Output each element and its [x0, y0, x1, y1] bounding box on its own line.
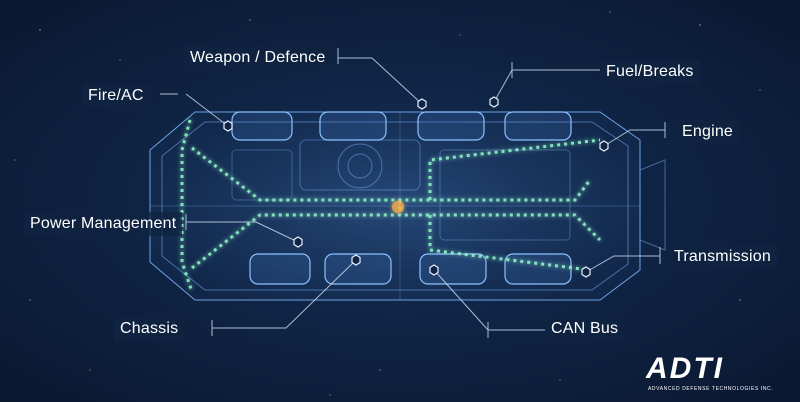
- network-lines: [180, 119, 602, 293]
- system-markers: [223, 96, 609, 278]
- label-fuel-breaks: Fuel/Breaks: [600, 60, 700, 84]
- label-power-management: Power Management: [24, 212, 183, 236]
- marker-chassis: [351, 254, 361, 266]
- label-engine: Engine: [676, 120, 740, 144]
- marker-fire-ac: [223, 120, 233, 132]
- label-can-bus: CAN Bus: [545, 317, 625, 341]
- marker-fuel-breaks: [489, 96, 499, 108]
- marker-power-management: [293, 236, 303, 248]
- label-fire-ac: Fire/AC: [82, 84, 150, 108]
- adti-logo: ADTI ADVANCED DEFENSE TECHNOLOGIES INC.: [646, 352, 773, 392]
- marker-engine: [599, 140, 609, 152]
- wheels: [231, 111, 572, 285]
- label-chassis: Chassis: [114, 317, 185, 341]
- marker-transmission: [581, 266, 591, 278]
- label-transmission: Transmission: [668, 245, 777, 269]
- marker-weapon-defence: [417, 98, 427, 110]
- label-weapon-defence: Weapon / Defence: [184, 46, 332, 70]
- starfield: [14, 11, 761, 396]
- logo-tagline: ADVANCED DEFENSE TECHNOLOGIES INC.: [648, 386, 774, 392]
- leader-lines: [160, 48, 666, 338]
- marker-can-bus: [429, 264, 439, 276]
- core-node: [392, 201, 404, 213]
- logo-wordmark: ADTI: [646, 352, 724, 385]
